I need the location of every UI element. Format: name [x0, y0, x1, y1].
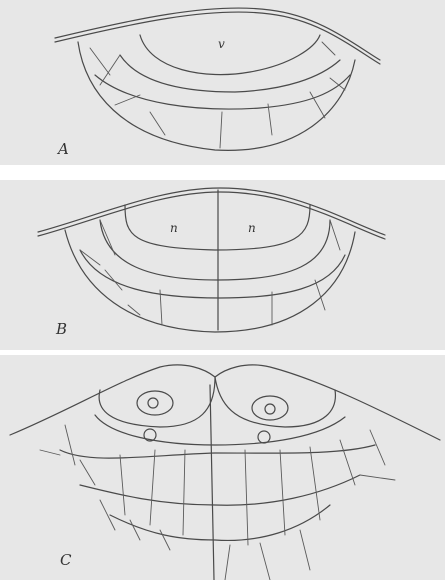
cell-wall [100, 500, 115, 530]
cell-wall [370, 430, 385, 465]
cell-wall [130, 520, 140, 540]
panel-separator [0, 165, 445, 180]
cell-wall [105, 270, 122, 290]
nucleus [265, 404, 275, 414]
cell-wall [150, 112, 165, 135]
cell-wall [40, 450, 60, 455]
cell-wall [280, 450, 285, 535]
cell-wall [322, 42, 335, 55]
cell-wall [128, 305, 140, 315]
nucleus [148, 398, 158, 408]
cell-label: n [170, 222, 178, 234]
nucleus-ring [137, 391, 173, 415]
cell-wall [80, 460, 95, 485]
cell-wall [225, 545, 230, 580]
cell-wall [310, 92, 325, 118]
panel-b: n n B [0, 180, 445, 350]
cell-wall [330, 220, 340, 250]
cell-wall [183, 450, 185, 535]
cell-wall [330, 78, 345, 90]
panel-label: A [58, 142, 69, 157]
nucleus [258, 431, 270, 443]
central-wall [210, 385, 214, 580]
cell-wall [150, 450, 155, 525]
nucleus-ring [252, 396, 288, 420]
epidermis-line [10, 365, 440, 440]
cell-wall [65, 425, 75, 465]
cell-wall [220, 112, 222, 148]
tissue-outline [78, 42, 355, 150]
cell-wall [60, 445, 375, 458]
cell-wall [360, 475, 395, 480]
cell-wall [260, 543, 270, 580]
central-cell [140, 35, 320, 75]
cell-wall [90, 48, 110, 75]
cell-wall [300, 530, 310, 570]
cell-label: v [218, 38, 225, 50]
cell-wall [245, 450, 248, 545]
cell-wall [160, 290, 162, 325]
panel-label: B [56, 322, 67, 337]
cell-wall [100, 55, 120, 85]
cell-wall [80, 250, 100, 265]
panel-label: C [60, 553, 71, 568]
panel-c: C [0, 355, 445, 580]
cell-wall [115, 95, 140, 105]
cell-wall [340, 440, 355, 485]
cell-label: n [248, 222, 256, 234]
cell-wall [120, 455, 125, 515]
cell-wall [120, 55, 340, 92]
cell-wall [160, 530, 170, 550]
panel-a: v A [0, 0, 445, 165]
cell-wall [310, 447, 320, 520]
panel-c-drawing [0, 355, 445, 580]
cell-wall [268, 104, 272, 135]
cell-wall [110, 505, 330, 540]
cell-wall [100, 220, 115, 255]
cell-wall [95, 415, 345, 445]
